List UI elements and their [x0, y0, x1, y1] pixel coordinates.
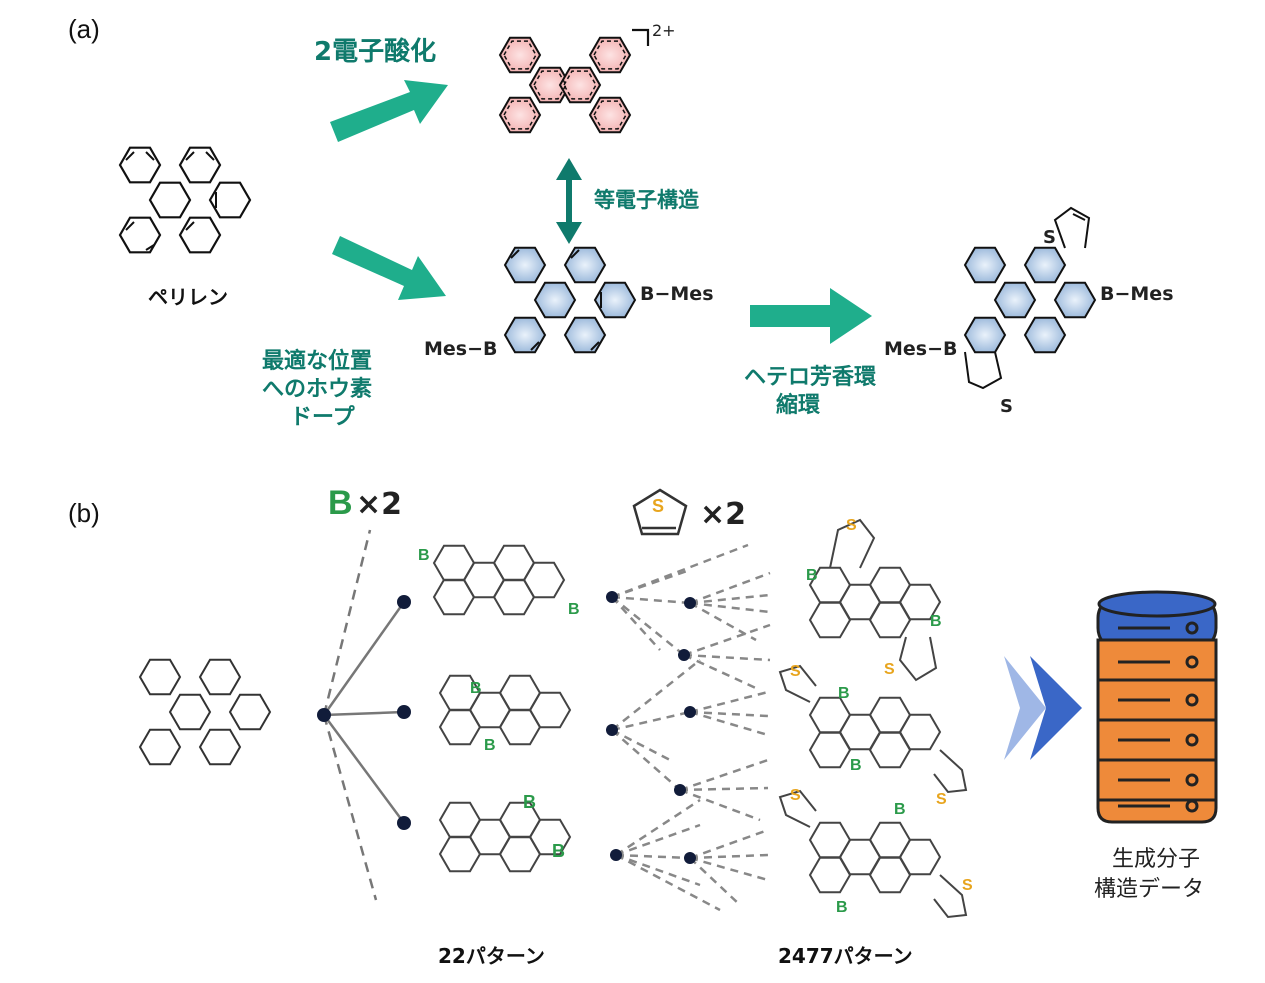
isomer3-boron-b: B — [552, 841, 565, 861]
tree-level-1 — [322, 529, 406, 901]
product3-sulfur-b: S — [962, 877, 973, 894]
charge-label: 2+ — [652, 21, 676, 40]
hetero-fusion-line-2: 縮環 — [776, 392, 821, 418]
arrow-oxidation — [330, 80, 448, 142]
product1-boron-a: B — [806, 567, 818, 584]
chevron-arrow-icon — [1004, 656, 1082, 760]
boron-isomer-3 — [439, 801, 571, 873]
mes-b-left-label: Mes−B — [884, 338, 958, 360]
isomer1-boron-a: B — [418, 547, 430, 564]
boron-doping-line-3: ドープ — [290, 405, 356, 430]
product1-sulfur-b: S — [884, 661, 895, 678]
isomer1-boron-b: B — [568, 601, 580, 618]
thiophene-count: ×2 — [700, 497, 746, 532]
product2-sulfur-a: S — [790, 663, 801, 680]
panel-b-label: (b) — [68, 498, 100, 528]
perylene-structure — [118, 146, 252, 254]
sulfur-top: S — [1043, 227, 1056, 248]
product2-boron-b: B — [850, 757, 862, 774]
database-line-1: 生成分子 — [1112, 847, 1200, 872]
tree-nodes-1 — [317, 595, 411, 830]
hetero-fusion-line-1: ヘテロ芳香環 — [744, 365, 877, 390]
thiophene-product-2 — [778, 664, 968, 794]
boron-doping-line-2: へのホウ素 — [262, 376, 372, 402]
isoelectronic-label: 等電子構造 — [594, 188, 700, 212]
boron-doping-label: 最適な位置 へのホウ素 ドープ — [262, 348, 380, 430]
patterns-22-label: 22パターン — [438, 944, 545, 968]
b-mes-right-label: B−Mes — [1100, 283, 1174, 305]
tree-level-2 — [611, 543, 771, 912]
arrow-hetero-fusion — [750, 288, 872, 344]
thiophene-sulfur: S — [652, 496, 664, 516]
perylene-start-structure — [139, 658, 271, 766]
oxidation-label: 2電子酸化 — [314, 37, 436, 67]
b-mes-label: B−Mes — [640, 283, 714, 305]
perylene-label: ペリレン — [148, 285, 228, 309]
mes-b-label: Mes−B — [424, 338, 498, 360]
boron-symbol: B — [328, 484, 353, 522]
isomer2-boron-a: B — [470, 680, 482, 697]
product1-sulfur-a: S — [846, 517, 857, 534]
product2-boron-a: B — [838, 685, 850, 702]
sulfur-bottom: S — [1000, 396, 1013, 417]
product1-boron-b: B — [930, 613, 942, 630]
boron-isomer-1 — [433, 544, 565, 616]
product3-boron-b: B — [836, 899, 848, 916]
thiophene-product-1 — [809, 518, 941, 682]
thiophene-product-3 — [778, 789, 968, 919]
boron-doped-perylene-structure — [504, 246, 636, 354]
thiophene-fused-structure — [964, 206, 1096, 390]
product2-sulfur-b: S — [936, 791, 947, 808]
tree-nodes-2 — [606, 591, 696, 864]
patterns-2477-label: 2477パターン — [778, 944, 913, 968]
database-line-2: 構造データ — [1094, 877, 1204, 902]
charge-bracket — [632, 28, 650, 46]
perylene-dication-structure — [499, 36, 631, 134]
database-label: 生成分子 構造データ — [1094, 847, 1207, 902]
arrow-boron-doping — [332, 236, 446, 300]
thiophene-icon — [632, 488, 688, 536]
boron-isomer-2 — [439, 674, 571, 746]
isomer3-boron-a: B — [523, 792, 536, 812]
isomer2-boron-b: B — [484, 737, 496, 754]
database-icon — [1096, 590, 1218, 824]
arrow-isoelectronic — [556, 158, 582, 244]
boron-doping-line-1: 最適な位置 — [262, 348, 372, 374]
product3-boron-a: B — [894, 801, 906, 818]
product3-sulfur-a: S — [790, 787, 801, 804]
boron-count: ×2 — [356, 487, 402, 522]
panel-a-label: (a) — [68, 14, 100, 44]
hetero-fusion-label: ヘテロ芳香環 縮環 — [744, 365, 884, 418]
